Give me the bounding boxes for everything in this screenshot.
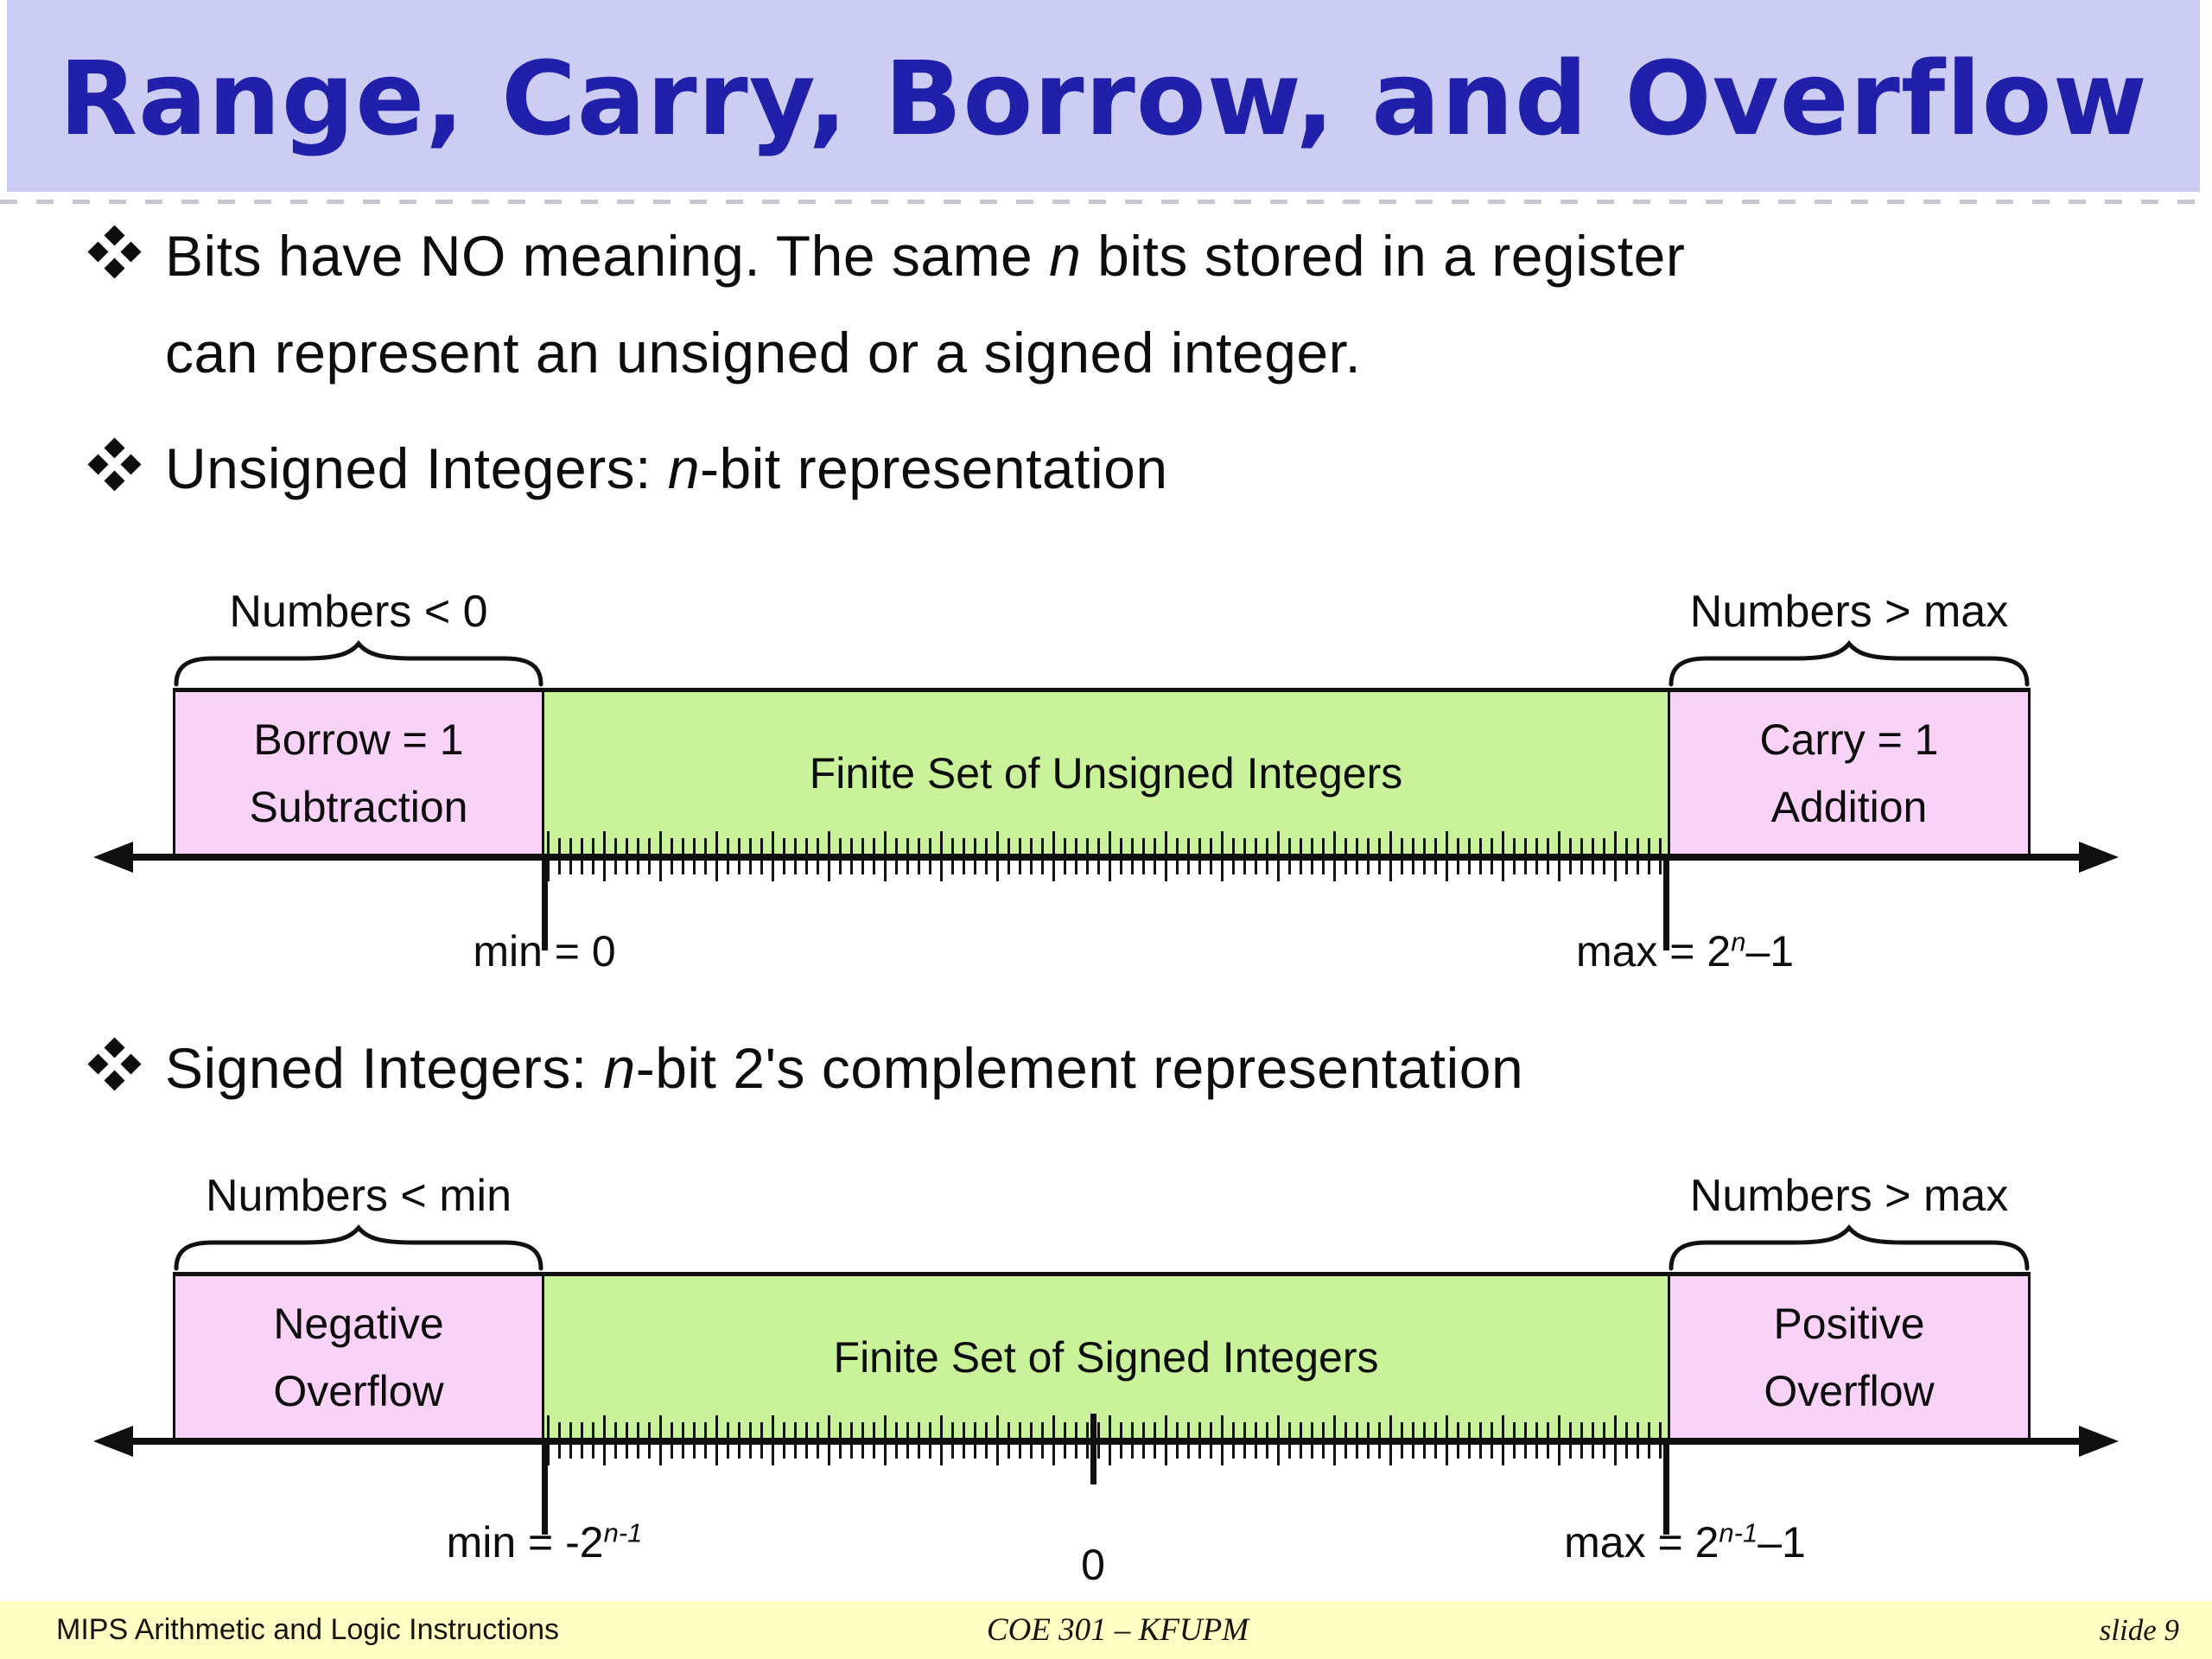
signed-min-boundary-tick	[542, 1438, 548, 1535]
signed-zero-label: 0	[1081, 1541, 1105, 1589]
signed-max-label-post: –1	[1758, 1518, 1806, 1567]
negative-overflow-line1: Negative	[273, 1299, 444, 1348]
finite-signed-label: Finite Set of Signed Integers	[833, 1332, 1379, 1382]
footer-slide-number: slide 9	[2099, 1612, 2179, 1647]
bullet-text-signed-post: -bit 2's complement representation	[635, 1036, 1524, 1100]
signed-min-label-sup: n-1	[603, 1517, 643, 1548]
bullet-text-bits-post: bits stored in a register	[1081, 224, 1686, 288]
right-overbrace-icon	[1669, 640, 2030, 687]
bullet-text-signed-pre: Signed Integers:	[165, 1036, 604, 1100]
finite-unsigned-box: Finite Set of Unsigned Integers	[544, 692, 1668, 854]
right-arrowhead-icon	[2079, 842, 2119, 873]
unsigned-max-label-sup: n	[1731, 926, 1746, 957]
unsigned-max-label: max = 2n–1	[1503, 926, 1866, 976]
carry-box-line1: Carry = 1	[1759, 715, 1939, 764]
signed-max-label-sup: n-1	[1719, 1517, 1758, 1548]
left-arrowhead-icon	[93, 842, 133, 873]
four-diamond-bullet-icon	[87, 1037, 142, 1091]
signed-min-label-pre: min = -2	[446, 1518, 604, 1567]
header-band: Range, Carry, Borrow, and Overflow	[7, 0, 2200, 192]
bullet-item-unsigned: Unsigned Integers: n-bit representation	[87, 420, 2164, 517]
signed-right-range-label: Numbers > max	[1689, 1171, 2009, 1221]
carry-box-line2: Addition	[1770, 782, 1928, 831]
left-overbrace-icon	[174, 1224, 543, 1271]
signed-max-label: max = 2n-1–1	[1503, 1517, 1866, 1567]
unsigned-min-boundary-tick	[542, 854, 548, 950]
footer-center-text: COE 301 – KFUPM	[986, 1612, 1249, 1648]
signed-number-line	[117, 1438, 2087, 1445]
bullet-text-bits-pre: Bits have NO meaning. The same	[165, 224, 1050, 288]
bullet-text-unsigned-pre: Unsigned Integers:	[165, 436, 668, 500]
positive-overflow-line1: Positive	[1773, 1299, 1925, 1348]
bullet-text-unsigned-post: -bit representation	[700, 436, 1168, 500]
finite-signed-box: Finite Set of Signed Integers	[544, 1276, 1668, 1438]
bullet-text-signed: Signed Integers: n-bit 2's complement re…	[165, 1020, 1523, 1116]
four-diamond-bullet-icon	[87, 225, 142, 279]
positive-overflow-line2: Overflow	[1764, 1366, 1935, 1415]
carry-box: Carry = 1 Addition	[1668, 692, 2031, 854]
signed-max-boundary-tick	[1663, 1438, 1669, 1535]
page-title: Range, Carry, Borrow, and Overflow	[59, 39, 2148, 158]
negative-overflow-box: Negative Overflow	[173, 1276, 544, 1438]
right-arrowhead-icon	[2079, 1426, 2119, 1457]
bullet-text-unsigned: Unsigned Integers: n-bit representation	[165, 420, 1168, 517]
negative-overflow-line2: Overflow	[273, 1366, 444, 1415]
bullet-item-signed: Signed Integers: n-bit 2's complement re…	[87, 1020, 2164, 1116]
bullet-item-bits: Bits have NO meaning. The same n bits st…	[87, 207, 2164, 401]
unsigned-max-label-pre: max = 2	[1575, 927, 1732, 976]
bullet-text-bits-var: n	[1049, 224, 1082, 288]
right-overbrace-icon	[1669, 1224, 2030, 1271]
positive-overflow-box: Positive Overflow	[1668, 1276, 2031, 1438]
footer-band: MIPS Arithmetic and Logic Instructions C…	[0, 1601, 2212, 1659]
bullet-text-signed-var: n	[603, 1036, 636, 1100]
left-overbrace-icon	[174, 640, 543, 687]
unsigned-number-line	[117, 854, 2087, 861]
signed-max-label-pre: max = 2	[1564, 1518, 1719, 1567]
borrow-box-line1: Borrow = 1	[253, 715, 464, 764]
borrow-box-line2: Subtraction	[249, 782, 468, 831]
borrow-box: Borrow = 1 Subtraction	[173, 692, 544, 854]
unsigned-max-label-post: –1	[1745, 927, 1795, 976]
header-divider	[0, 200, 2212, 204]
four-diamond-bullet-icon	[87, 437, 142, 492]
unsigned-range-strip: Borrow = 1 Subtraction Finite Set of Uns…	[173, 688, 2031, 854]
bullet-text-unsigned-var: n	[667, 436, 701, 500]
unsigned-left-range-label: Numbers < 0	[229, 587, 488, 637]
unsigned-max-boundary-tick	[1663, 854, 1669, 950]
left-arrowhead-icon	[93, 1426, 133, 1457]
bullet-text-bits-line2: can represent an unsigned or a signed in…	[165, 321, 1362, 385]
unsigned-min-label: min = 0	[473, 927, 616, 976]
signed-range-strip: Negative Overflow Finite Set of Signed I…	[173, 1272, 2031, 1438]
bullet-text-bits: Bits have NO meaning. The same n bits st…	[165, 207, 1685, 401]
unsigned-right-range-label: Numbers > max	[1689, 587, 2009, 637]
finite-unsigned-label: Finite Set of Unsigned Integers	[809, 748, 1403, 798]
signed-left-range-label: Numbers < min	[206, 1171, 512, 1221]
signed-zero-tick	[1090, 1414, 1096, 1484]
footer-course-text: MIPS Arithmetic and Logic Instructions	[56, 1613, 560, 1646]
signed-min-label: min = -2n-1	[363, 1517, 726, 1567]
